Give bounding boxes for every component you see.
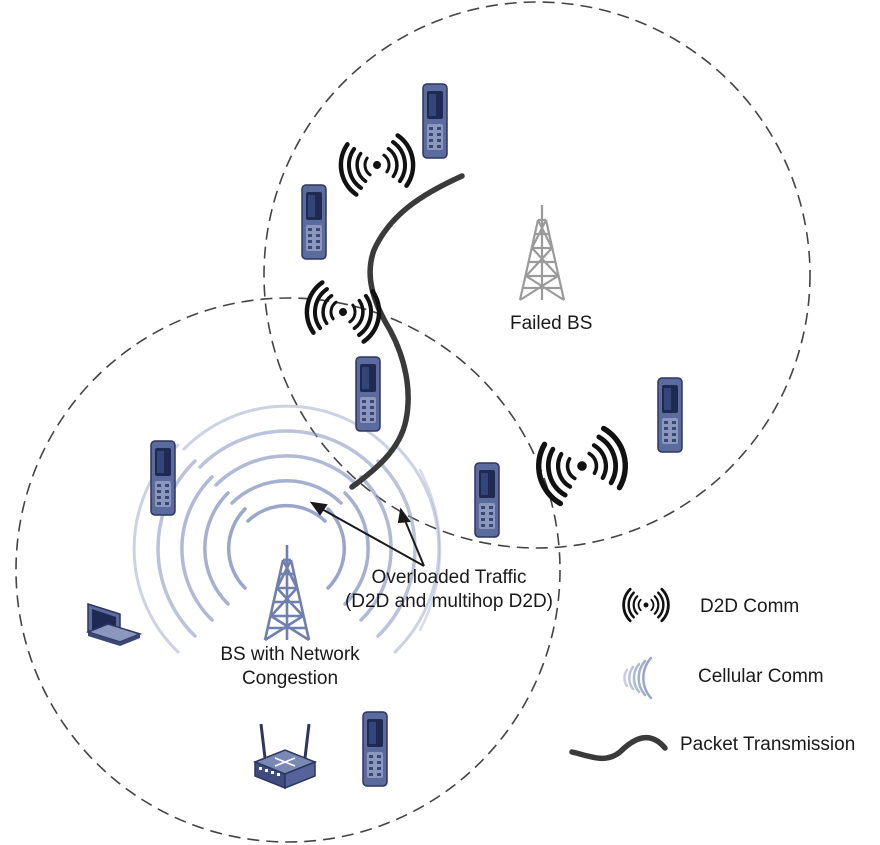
congested-bs-tower-icon [263, 543, 311, 642]
mobile-phone-icon [301, 184, 327, 260]
legend-packet-label: Packet Transmission [680, 734, 856, 755]
d2d-wave-icon [303, 281, 383, 344]
overloaded-traffic-arrows [309, 501, 425, 567]
laptop-icon [85, 602, 143, 646]
cellular-waves [132, 404, 442, 654]
failed-bs-label: Failed BS [510, 313, 593, 334]
router-icon [252, 723, 318, 790]
overloaded-traffic-label: Overloaded Traffic (D2D and multihop D2D… [318, 566, 580, 614]
failed-bs-coverage-circle [263, 1, 811, 549]
congested-bs-label-line1: BS with Network [220, 644, 360, 665]
packet-transmission-path [349, 173, 465, 490]
d2d-wave-icon [337, 134, 417, 197]
congested-bs-coverage-circle [15, 297, 561, 843]
mobile-phone-icon [422, 83, 448, 159]
legend-d2d-icon [622, 587, 670, 623]
overloaded-traffic-label-line1: Overloaded Traffic [371, 567, 527, 588]
legend-cellular-label: Cellular Comm [698, 666, 824, 687]
legend-packet-icon [569, 734, 668, 762]
legend-cellular-icon [623, 656, 653, 700]
congested-bs-label: BS with Network Congestion [195, 643, 385, 691]
mobile-phone-icon [362, 711, 388, 787]
mobile-phone-icon [657, 377, 683, 453]
mobile-phone-icon [355, 356, 381, 432]
overloaded-traffic-label-line2: (D2D and multihop D2D) [344, 591, 554, 612]
d2d-wave-icon [532, 425, 632, 507]
mobile-phone-icon [150, 440, 176, 516]
legend-d2d-label: D2D Comm [700, 596, 800, 617]
congested-bs-label-line2: Congestion [241, 668, 339, 689]
failed-bs-tower-icon [518, 203, 566, 302]
mobile-phone-icon [474, 462, 500, 538]
